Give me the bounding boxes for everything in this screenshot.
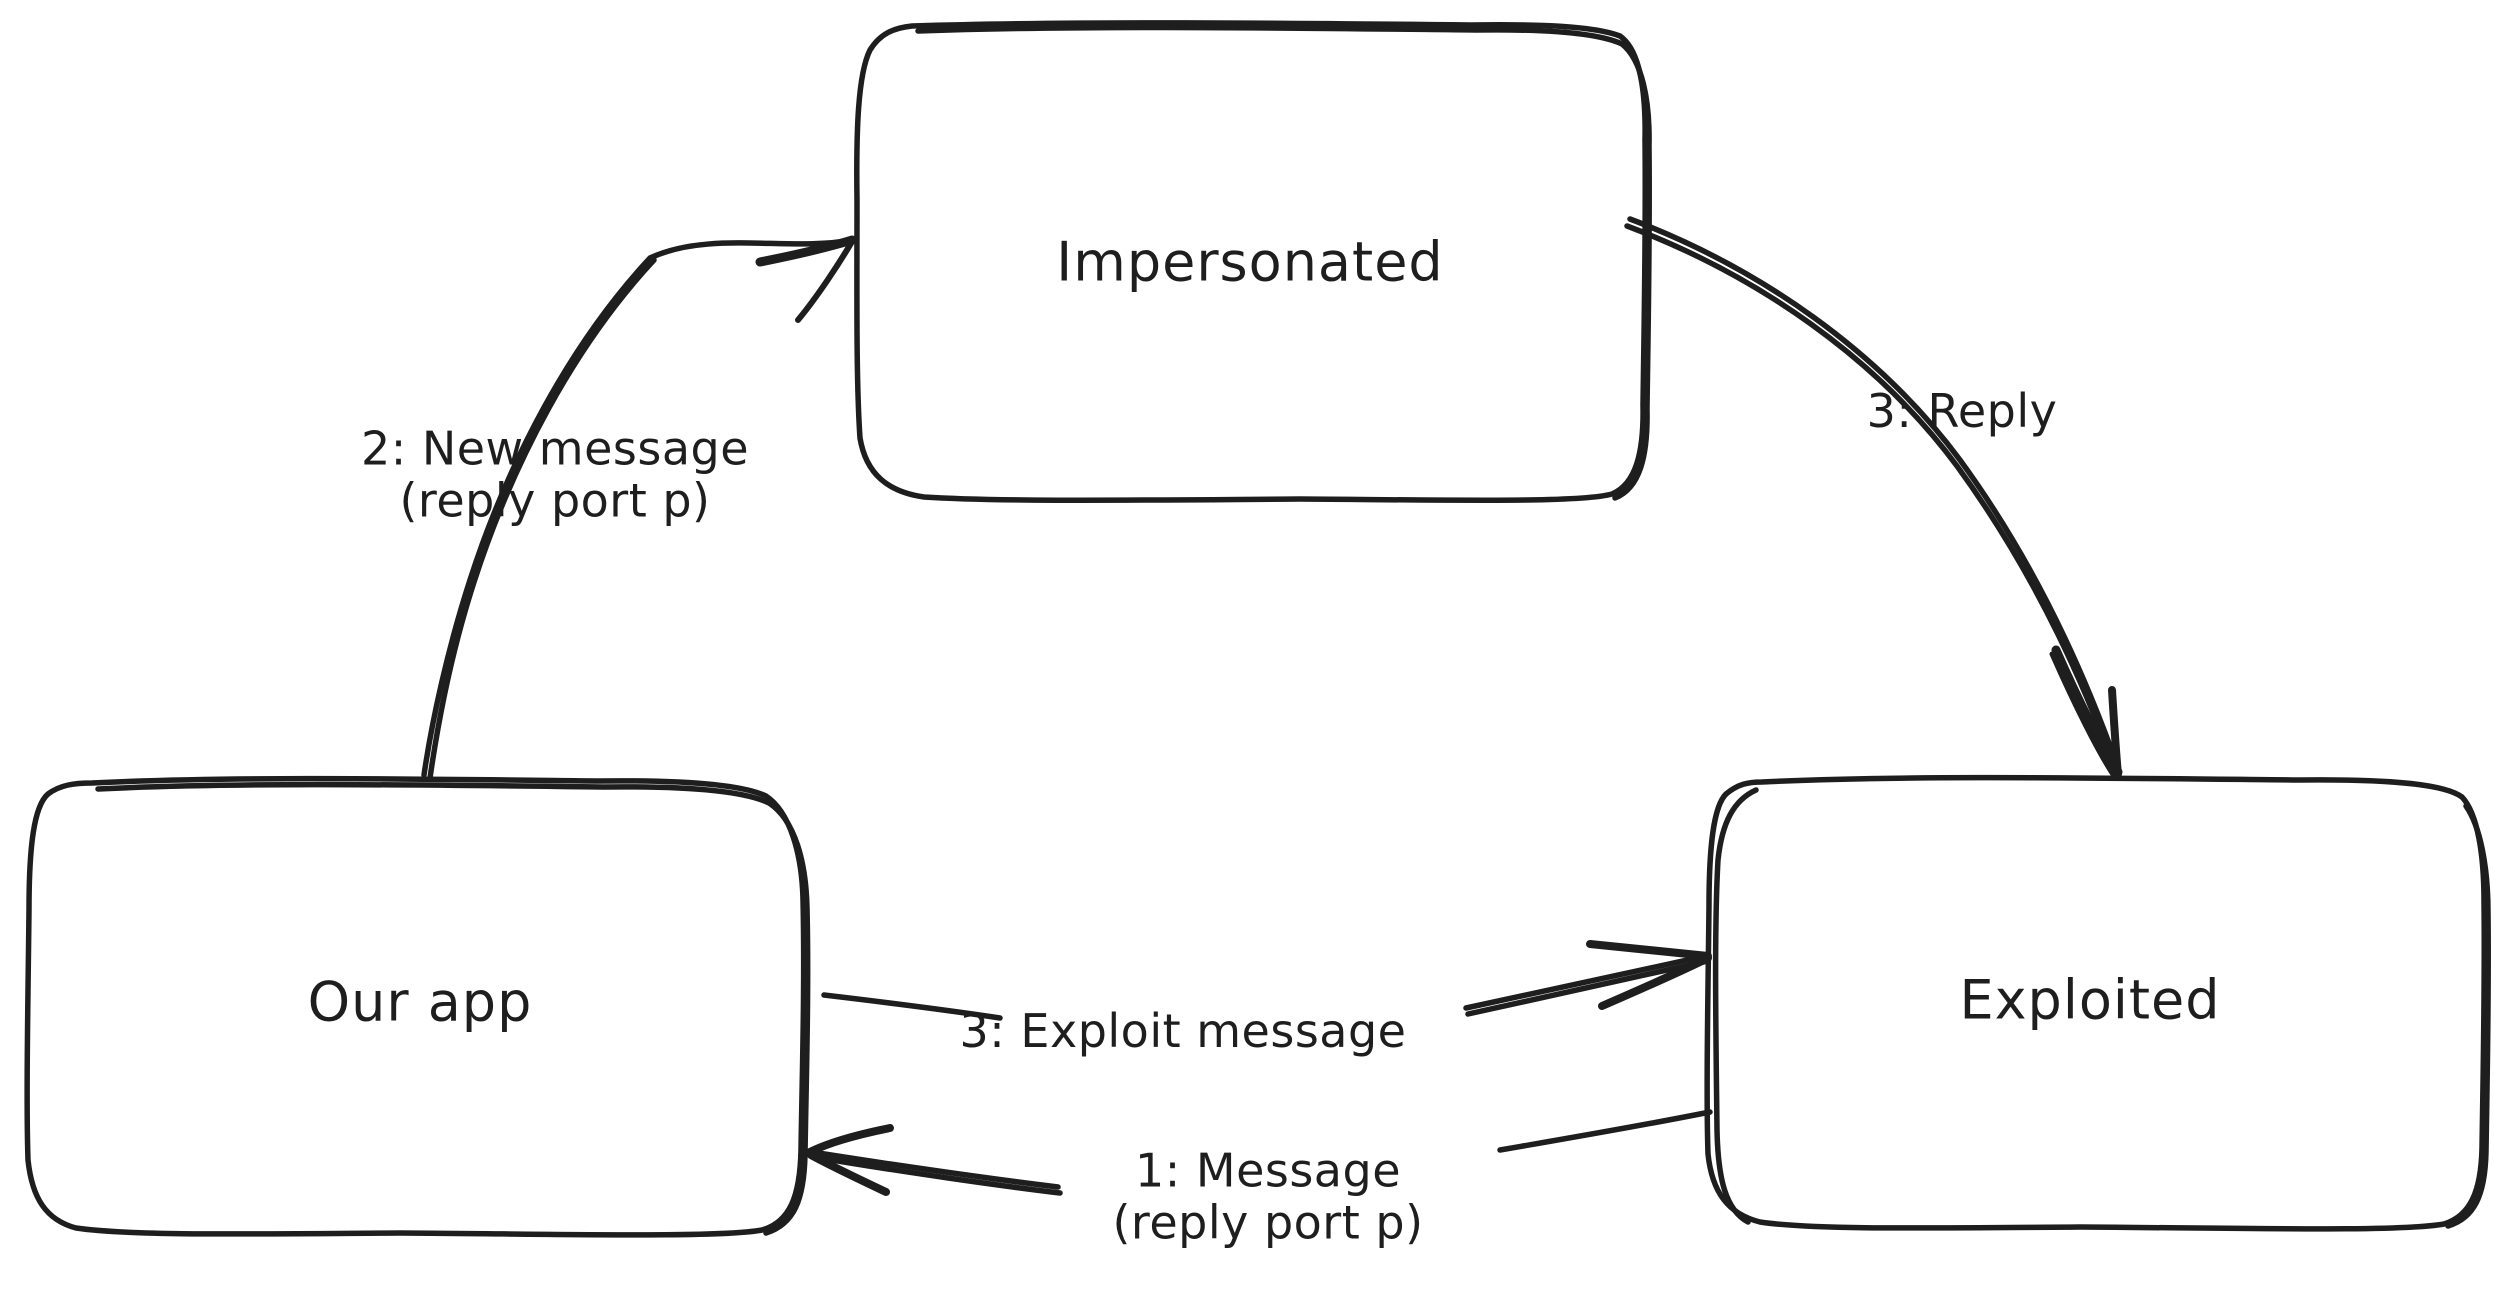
node-impersonated-shape[interactable]	[854, 20, 1653, 504]
node-our-app-shape[interactable]	[24, 775, 811, 1238]
edge-new-message-arrow[interactable]	[421, 235, 857, 781]
node-exploited-shape[interactable]	[1704, 774, 2492, 1232]
edge-reply-arrow[interactable]	[1624, 216, 2123, 779]
edge-exploit-message-arrow[interactable]	[821, 940, 1712, 1021]
edge-message-arrow[interactable]	[806, 1109, 1713, 1196]
